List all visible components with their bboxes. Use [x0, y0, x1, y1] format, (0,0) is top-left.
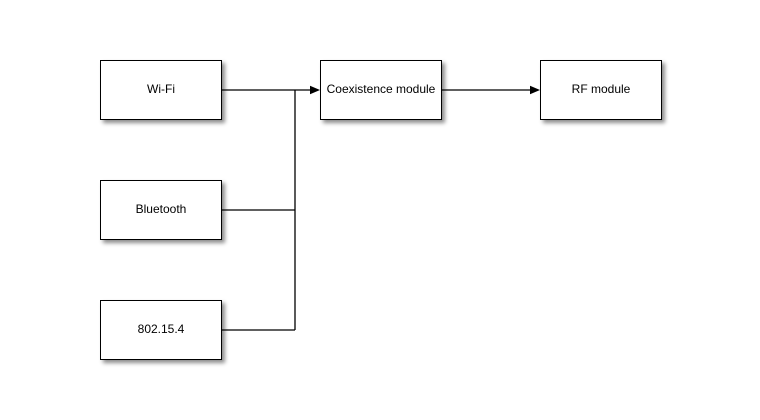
node-802-15-4-label: 802.15.4 — [137, 322, 185, 337]
arrowhead-coexistence-input — [310, 85, 320, 95]
node-coexistence-module-label: Coexistence module — [326, 82, 436, 97]
node-bluetooth: Bluetooth — [100, 180, 222, 240]
node-802-15-4: 802.15.4 — [100, 300, 222, 360]
node-coexistence-module: Coexistence module — [320, 60, 442, 120]
node-wifi: Wi-Fi — [100, 60, 222, 120]
node-wifi-label: Wi-Fi — [147, 82, 175, 97]
arrowhead-rf-input — [530, 85, 540, 95]
node-rf-module-label: RF module — [571, 82, 631, 97]
node-bluetooth-label: Bluetooth — [135, 202, 187, 217]
node-rf-module: RF module — [540, 60, 662, 120]
